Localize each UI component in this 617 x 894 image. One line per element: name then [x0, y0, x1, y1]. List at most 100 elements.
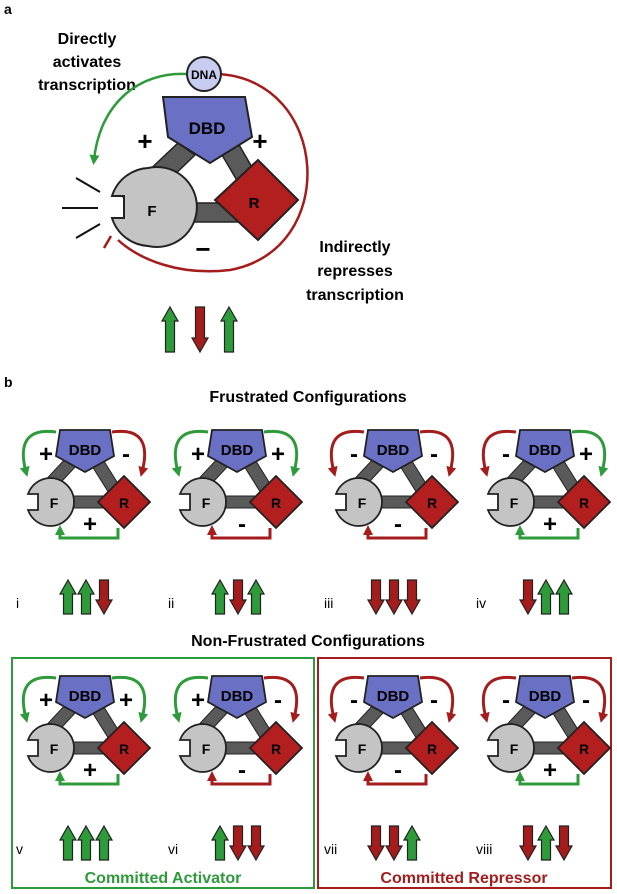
config-numeral: vii [324, 841, 337, 857]
f-label: F [50, 741, 59, 757]
left-feedback-arrow [327, 675, 365, 723]
dbd-shape [515, 675, 575, 720]
plus-left: + [137, 126, 152, 156]
signal-line-1 [75, 177, 101, 193]
output-arrow-down [366, 825, 386, 862]
left-sign: + [191, 687, 205, 714]
dbd-label: DBD [377, 688, 410, 705]
right-feedback-arrow [263, 675, 301, 723]
f-shape [110, 166, 198, 248]
dbd-shape [55, 429, 115, 474]
output-arrow-down [384, 825, 404, 862]
output-arrow-up [160, 305, 180, 353]
f-label: F [202, 741, 211, 757]
bottom-feedback-arrow [363, 525, 428, 540]
dbd-label: DBD [69, 442, 102, 459]
dbd-shape [207, 429, 267, 474]
output-arrow-up [536, 824, 556, 861]
output-arrow-down [518, 825, 538, 862]
output-arrow-up [58, 824, 78, 861]
r-shape [248, 720, 304, 776]
dna-label: DNA [191, 68, 217, 82]
f-label: F [510, 741, 519, 757]
config-numeral: i [16, 595, 19, 611]
left-sign: - [502, 441, 510, 468]
output-arrow-up [402, 824, 422, 861]
activation-arrow [89, 72, 187, 165]
dbd-shape [161, 96, 254, 165]
dbd-label: DBD [377, 442, 410, 459]
activates-label-2: activates [53, 54, 122, 71]
committed-activator-label: Committed Activator [85, 870, 242, 887]
left-sign: + [39, 441, 53, 468]
right-feedback-arrow [111, 429, 149, 477]
bottom-feedback-arrow [207, 771, 272, 786]
frustrated-title: Frustrated Configurations [209, 389, 406, 406]
f-label: F [358, 495, 367, 511]
right-feedback-arrow [263, 429, 301, 477]
r-shape [96, 474, 152, 530]
dna-circle [186, 56, 222, 92]
dbd-shape [363, 429, 423, 474]
f-label: F [147, 203, 156, 220]
output-arrow-down [94, 579, 114, 616]
panel-a: a Directly activates transcription DNA D… [4, 1, 404, 354]
dbd-label: DBD [221, 442, 254, 459]
output-arrow-up [210, 824, 230, 861]
bottom-sign: - [394, 757, 402, 784]
r-label: R [579, 495, 589, 511]
output-arrow-up [219, 305, 239, 353]
left-sign: + [191, 441, 205, 468]
r-shape [556, 474, 612, 530]
left-feedback-arrow [327, 429, 365, 477]
output-arrow-down [518, 579, 538, 616]
right-sign: - [122, 441, 130, 468]
f-shape [178, 477, 227, 527]
f-shape [26, 723, 75, 773]
output-arrow-up [76, 824, 96, 861]
f-label: F [50, 495, 59, 511]
left-feedback-arrow [19, 675, 57, 723]
activator-frame [11, 657, 315, 889]
output-arrow-up [76, 578, 96, 615]
bottom-sign: - [238, 511, 246, 538]
right-feedback-arrow [571, 429, 609, 477]
f-label: F [358, 741, 367, 757]
repression-bar [102, 235, 113, 249]
bottom-feedback-arrow [55, 771, 120, 786]
signal-line-3 [75, 223, 101, 239]
right-sign: + [271, 441, 285, 468]
right-sign: - [582, 687, 590, 714]
output-arrow-down [554, 825, 574, 862]
r-label: R [271, 495, 281, 511]
dbd-label: DBD [69, 688, 102, 705]
r-label: R [119, 741, 129, 757]
output-arrow-up [536, 578, 556, 615]
output-arrow-down [384, 579, 404, 616]
f-shape [178, 723, 227, 773]
panel-b-letter: b [4, 374, 13, 390]
output-arrow-up [58, 578, 78, 615]
r-label: R [271, 741, 281, 757]
bottom-sign: + [83, 757, 97, 784]
bottom-feedback-arrow [55, 525, 120, 540]
bottom-sign: - [238, 757, 246, 784]
output-arrow-up [554, 578, 574, 615]
bottom-sign: - [394, 511, 402, 538]
r-label: R [427, 741, 437, 757]
r-shape [248, 474, 304, 530]
bottom-feedback-arrow [363, 771, 428, 786]
right-feedback-arrow [419, 675, 457, 723]
left-sign: - [502, 687, 510, 714]
represses-label-1: Indirectly [319, 239, 390, 256]
output-arrow-down [366, 579, 386, 616]
left-feedback-arrow [479, 429, 517, 477]
r-shape [213, 158, 300, 242]
r-shape [556, 720, 612, 776]
left-sign: - [350, 687, 358, 714]
r-shape [96, 720, 152, 776]
left-sign: + [39, 687, 53, 714]
